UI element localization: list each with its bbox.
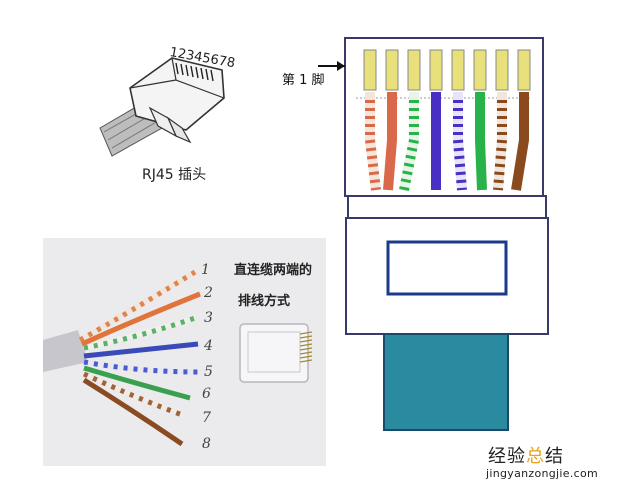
rj45-pin-diagram	[318, 37, 549, 431]
pin1-label: 第 1 脚	[282, 73, 325, 88]
wire-number-7: 7	[202, 410, 211, 426]
watermark-brand-accent: 总	[526, 446, 545, 467]
wire-number-1: 1	[201, 262, 210, 278]
cable-photo	[43, 238, 326, 466]
watermark-brand-part-2: 结	[545, 446, 564, 467]
watermark-brand-part-1: 经验	[488, 446, 526, 467]
wire-number-2: 2	[204, 285, 213, 301]
wire-number-3: 3	[204, 310, 213, 326]
rj45-plug-sketch	[99, 57, 225, 157]
watermark-url: jingyanzongjie.com	[486, 467, 599, 480]
wire-number-4: 4	[204, 338, 213, 354]
wiring-title: 直连缆两端的	[234, 263, 313, 278]
wiring-subtitle: 排线方式	[238, 294, 291, 309]
watermark-brand: 经验总结	[488, 442, 564, 468]
wire-number-6: 6	[202, 386, 211, 402]
wire-number-5: 5	[204, 364, 213, 380]
plug-caption: RJ45 插头	[142, 167, 207, 183]
wire-number-8: 8	[202, 436, 211, 452]
clear-rj45-plug	[239, 323, 313, 383]
